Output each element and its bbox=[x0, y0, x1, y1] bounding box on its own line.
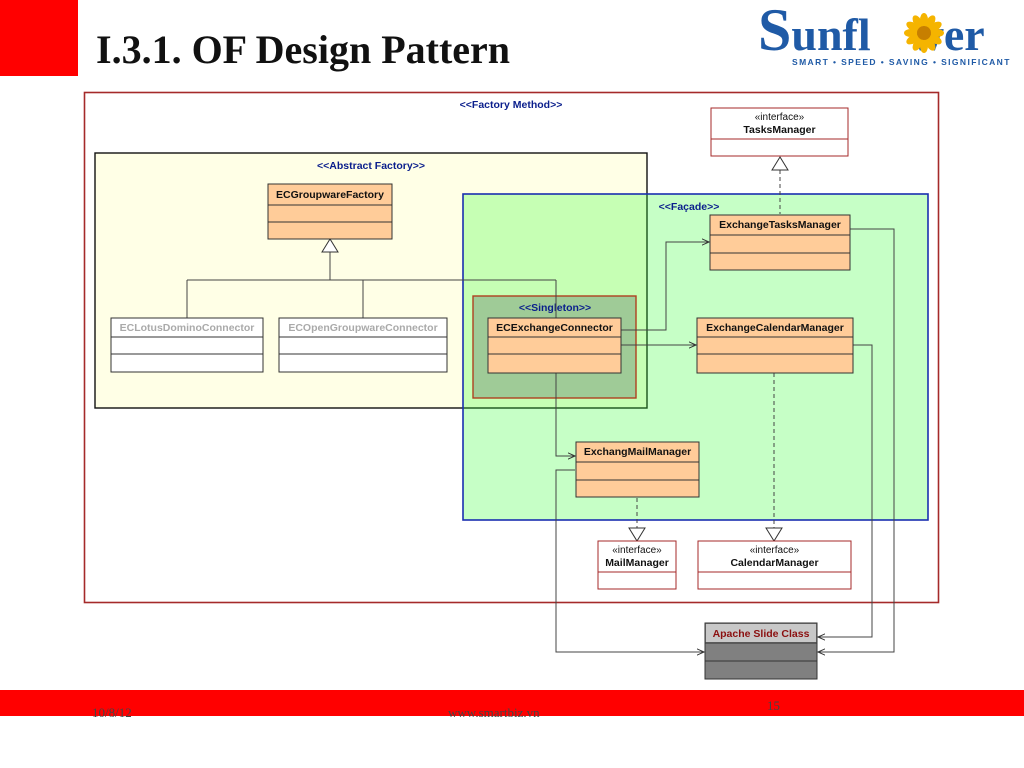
realization-triangle-icon bbox=[628, 527, 646, 542]
realization-triangle-icon bbox=[771, 156, 789, 171]
class-name: ECExchangeConnector bbox=[496, 322, 613, 334]
class-ec-lotus-domino-connector: ECLotusDominoConnector bbox=[110, 317, 264, 373]
class-exchang-mail-manager: ExchangMailManager bbox=[575, 441, 700, 498]
logo-wordmark-s: S bbox=[758, 0, 792, 63]
class-ec-groupware-factory: ECGroupwareFactory bbox=[267, 183, 393, 240]
singleton-label: <<Singleton>> bbox=[519, 302, 591, 314]
abstract-factory-label: <<Abstract Factory>> bbox=[317, 160, 425, 172]
interface-stereotype: «interface» bbox=[755, 112, 805, 123]
page-number: 15 bbox=[767, 698, 780, 713]
header-accent-square bbox=[0, 0, 78, 76]
class-tasks-manager: «interface» TasksManager bbox=[710, 107, 849, 157]
class-name: ECOpenGroupwareConnector bbox=[288, 322, 437, 334]
class-calendar-manager: «interface» CalendarManager bbox=[697, 540, 852, 590]
factory-method-label: <<Factory Method>> bbox=[460, 99, 563, 111]
class-ec-exchange-connector: ECExchangeConnector bbox=[487, 317, 622, 374]
facade-label: <<Façade>> bbox=[659, 201, 720, 213]
class-name: Apache Slide Class bbox=[713, 628, 810, 640]
footer-website: www.smartbiz.vn bbox=[448, 705, 540, 720]
class-exchange-tasks-manager: ExchangeTasksManager bbox=[709, 214, 851, 271]
class-name: TasksManager bbox=[743, 124, 815, 136]
footer-bar bbox=[0, 690, 1024, 716]
class-name: ExchangeCalendarManager bbox=[706, 322, 844, 334]
class-name: MailManager bbox=[605, 557, 669, 569]
interface-stereotype: «interface» bbox=[612, 545, 662, 556]
class-ec-opengroupware-connector: ECOpenGroupwareConnector bbox=[278, 317, 448, 373]
class-name: CalendarManager bbox=[730, 557, 818, 569]
inheritance-triangle-icon bbox=[321, 238, 339, 253]
logo-tagline: SMART • SPEED • SAVING • SIGNIFICANT bbox=[792, 57, 1011, 67]
class-mail-manager: «interface» MailManager bbox=[597, 540, 677, 590]
connector-lines bbox=[186, 170, 895, 652]
class-name: ECGroupwareFactory bbox=[276, 189, 384, 201]
footer-date: 10/8/12 bbox=[92, 705, 132, 720]
logo-wordmark-part-1: unfl bbox=[791, 9, 871, 60]
class-name: ECLotusDominoConnector bbox=[120, 322, 255, 334]
class-exchange-calendar-manager: ExchangeCalendarManager bbox=[696, 317, 854, 374]
triangle-heads bbox=[321, 156, 789, 542]
class-name: ExchangeTasksManager bbox=[719, 219, 841, 231]
interface-stereotype: «interface» bbox=[750, 545, 800, 556]
class-name: ExchangMailManager bbox=[584, 446, 691, 458]
slide-title: I.3.1. OF Design Pattern bbox=[96, 27, 511, 72]
class-apache-slide-class: Apache Slide Class bbox=[704, 622, 818, 680]
realization-triangle-icon bbox=[765, 527, 783, 542]
sunflower-icon bbox=[904, 13, 944, 53]
